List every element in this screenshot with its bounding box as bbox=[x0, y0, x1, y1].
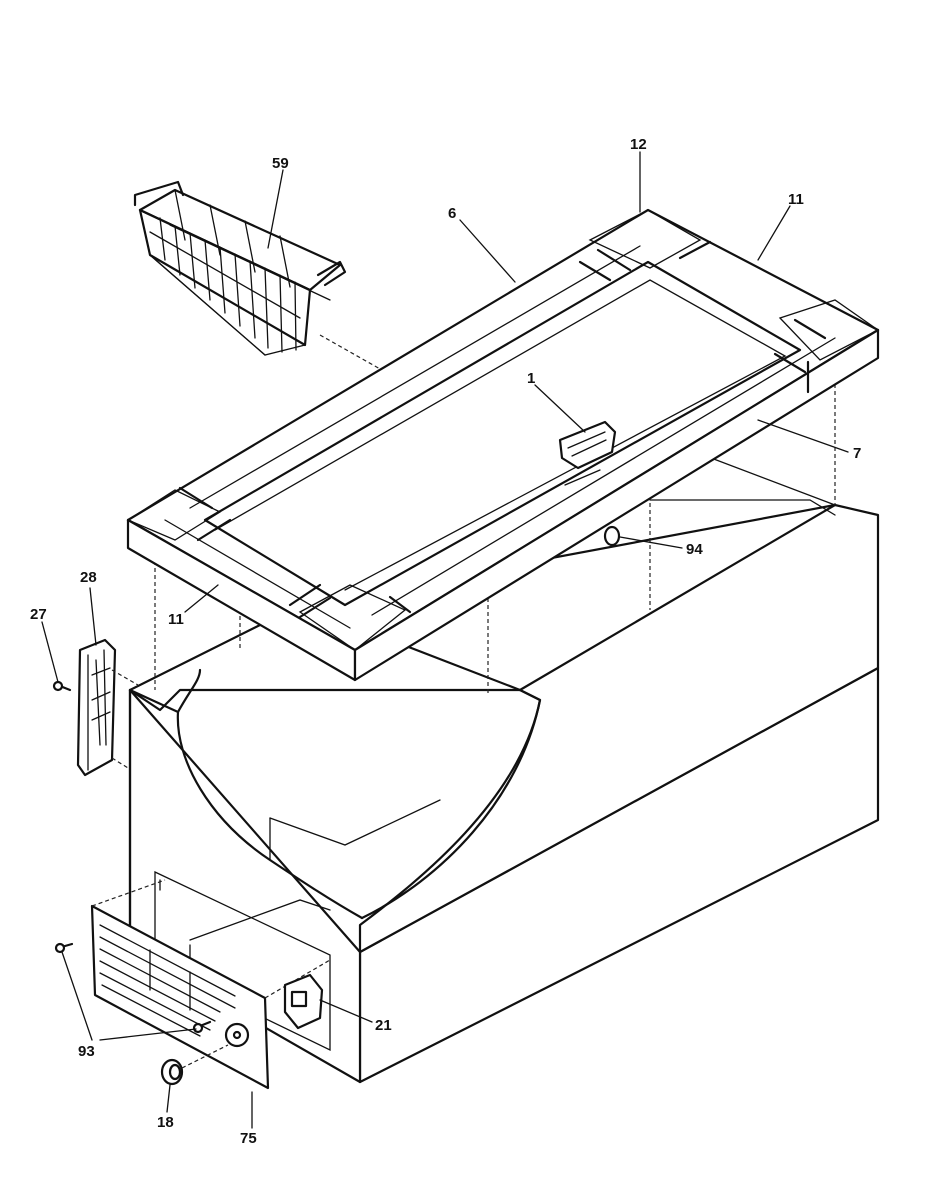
basket-part bbox=[133, 180, 347, 356]
label-knob: 18 bbox=[157, 1114, 174, 1131]
label-plug: 94 bbox=[686, 541, 703, 558]
switch-part bbox=[283, 973, 324, 1030]
breaker-strip-frame bbox=[126, 208, 880, 682]
label-hinge: 28 bbox=[80, 569, 97, 586]
callout-labels: 59 12 11 6 1 7 94 11 28 27 21 93 18 75 bbox=[30, 136, 861, 1147]
grille-screw-part bbox=[54, 942, 212, 1034]
hinge-screw-part bbox=[52, 680, 72, 692]
label-basket: 59 bbox=[272, 155, 289, 172]
label-switch: 21 bbox=[375, 1017, 392, 1034]
plug-part bbox=[603, 525, 621, 547]
label-hinge-screw: 27 bbox=[30, 606, 47, 623]
label-handle: 1 bbox=[527, 370, 535, 387]
label-grille: 75 bbox=[240, 1130, 257, 1147]
knob-part bbox=[160, 1044, 229, 1086]
label-back-breaker: 6 bbox=[448, 205, 456, 222]
label-top-corner: 12 bbox=[630, 136, 647, 153]
label-front-left-breaker: 11 bbox=[168, 611, 184, 628]
label-right-breaker: 11 bbox=[788, 191, 804, 208]
label-grille-screw: 93 bbox=[78, 1043, 95, 1060]
leader-lines bbox=[41, 151, 849, 1129]
hinge-part bbox=[76, 638, 139, 777]
handle-part bbox=[558, 420, 617, 486]
grille-louvers bbox=[99, 924, 236, 1037]
label-front-breaker: 7 bbox=[853, 445, 861, 462]
